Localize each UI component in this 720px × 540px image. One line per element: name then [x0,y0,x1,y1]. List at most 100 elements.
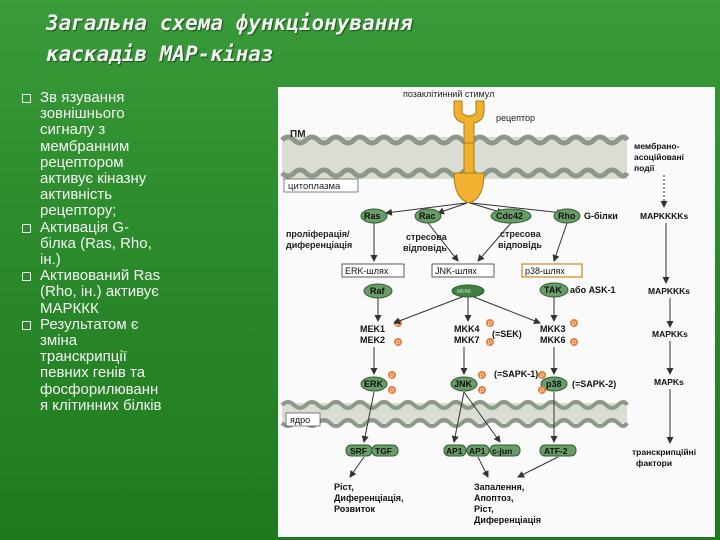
bullet-line: зміна [40,332,78,350]
stimulus-label: позаклітинний стимул [403,89,494,99]
nucleus-label: ядро [290,415,310,425]
p38-pathway-label: p38-шлях [525,266,565,276]
jnk-pathway-label: JNK-шлях [435,266,477,276]
mapk-label: MAPKs [654,377,684,387]
prolif-line2: диференціація [286,240,352,250]
p38-pathway-box [521,263,583,278]
title-line-1: Загальна схема функціонування [46,11,413,35]
tf-ap1: AP1 [469,446,486,456]
tak-label: TAK [544,285,562,295]
bullet-line: Результатом є [40,315,139,333]
receptor-shape [453,100,485,204]
bullet-line: сигналу з [40,121,106,139]
cytoplasm-box [283,178,359,193]
bullet-line: фосфорилюванн [40,380,159,398]
g-protein-rac: Rac [419,211,436,221]
mapk-diagram-panel: позаклітинний стимул рецептор ПМ цитопла… [278,87,715,537]
output2-line2: Апоптоз, [474,493,514,503]
output-arrows [349,456,559,478]
output1-line2: Диференціація, [334,493,403,503]
output2-line1: Запалення, [474,482,524,492]
mapk-level: ERK JNK (=SAPK-1) p38 (=SAPK-2) [360,369,616,392]
membrane-events-line2: асоційовані [634,152,684,162]
bullet-line: рецептору; [40,202,117,220]
mapkkk-level: Raf MEKK TAK або ASK-1 [363,282,616,299]
phosphate-mark: P [488,341,492,347]
tf-right-line1: транскрипційні [632,447,696,457]
bullet-line: ін.) [40,251,61,269]
bullet-square-icon [22,320,31,330]
output2-line4: Диференціація [474,515,541,525]
bullet-square-icon [22,272,31,282]
phosphate-mark: P [480,374,484,380]
tf-ap1: AP1 [446,446,463,456]
g-proteins-label: G-білки [584,211,618,221]
nuclear-arrows [361,391,558,443]
plasma-membrane [280,134,630,179]
tf-c-jun: c-jun [492,446,512,456]
bullet-line: активність [40,186,113,204]
bullet-line: білка (Ras, Rho, [40,234,152,252]
output2-line3: Ріст, [474,504,494,514]
bullet-line: Зв язування [40,89,125,106]
bullet-line: Активований Ras [40,267,161,285]
nucleus-box [285,412,321,427]
g-proteins: Ras Rac Cdc42 Rho [360,208,581,224]
mekk-label: MEKK [457,289,472,295]
phosphate-mark: P [396,322,400,328]
tf-tgf: TGF [375,446,392,456]
nuclear-membrane [280,400,629,428]
g-protein-ras: Ras [364,211,381,221]
mkk7-label: MKK7 [454,335,480,345]
cytoplasm-label: цитоплазма [288,181,341,192]
bullet-line: мембранним [40,137,130,155]
jnk-label: JNK [454,379,473,389]
pm-label: ПМ [290,129,306,140]
slide-title: Загальна схема функціонування каскадів М… [46,8,606,70]
g-protein-rho: Rho [558,211,576,221]
membrane-events-line1: мембрано- [634,141,680,151]
mapkk-label: MAPKKs [652,329,688,339]
bullet-item: Активація G- білка (Ras, Rho, ін.) [22,219,277,269]
phosphate-mark: P [390,374,394,380]
erk-pathway-box [341,263,405,278]
ask-label: або ASK-1 [570,285,616,295]
receptor-label: рецептор [496,113,535,123]
bullet-item: Активований Ras (Rho, ін.) активує МАРКК… [22,268,277,317]
mek2-label: MEK2 [360,335,385,345]
output1-line3: Розвиток [334,504,375,514]
transcription-factors: SRF TGF AP1 AP1 c-jun ATF-2 [345,444,577,457]
bullet-line: транскрипції [40,348,127,366]
bullet-line: активує кіназну [40,170,147,188]
tf-right-line2: фактори [636,458,672,468]
phosphate-mark: P [572,341,576,347]
p38-label: p38 [546,379,562,389]
phosphate-mark: P [396,341,400,347]
prolif-line1: проліферація/ [286,229,350,239]
erk-pathway-label: ERK-шлях [345,266,389,276]
title-line-2: каскадів МАР-кіназ [46,42,274,66]
bullet-list: Зв язування зовнішнього сигналу з мембра… [22,89,277,414]
raf-label: Raf [370,286,386,296]
bullet-line: я клітинних білків [40,396,162,414]
mapkkk-label: MAPKKKs [648,286,690,296]
mapkkkk-label: MAPKKKKs [640,211,688,221]
phosphate-mark: P [390,389,394,395]
output1-line1: Ріст, [334,482,354,492]
erk-label: ERK [364,379,384,389]
sapk2-label: (=SAPK-2) [572,379,616,389]
receptor-arrows [385,202,564,216]
stress1-line1: стресова [406,232,448,242]
bullet-line: певних генів та [40,364,146,382]
phosphate-mark: P [572,322,576,328]
cascade-arrows [370,222,568,375]
stress2-line1: стресова [500,229,542,239]
mkk3-label: MKK3 [540,324,566,334]
bullet-square-icon [22,94,31,103]
phosphate-markers: P P P P P P P P P P P P [388,319,578,395]
mek1-label: MEK1 [360,324,385,334]
mapkk-level: MEK1 MEK2 MKK4 MKK7 (=SEK) MKK3 MKK6 [360,324,566,345]
mkk4-label: MKK4 [454,324,480,334]
phosphate-mark: P [480,389,484,395]
g-protein-cdc42: Cdc42 [496,211,523,221]
